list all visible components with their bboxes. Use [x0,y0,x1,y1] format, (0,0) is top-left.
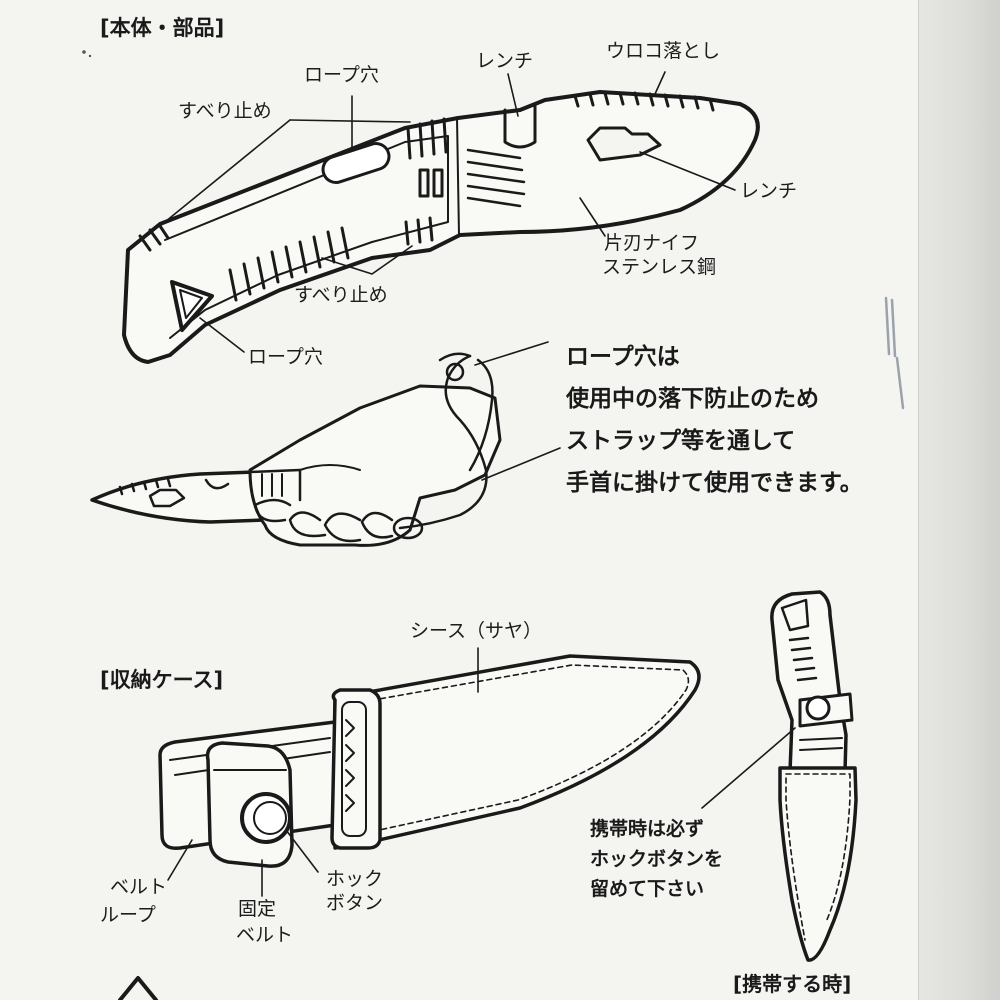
warning-icon [118,976,158,1000]
rope-note-line3: ストラップ等を通して [566,428,796,454]
grip-bottom-label: すべり止め [294,284,388,306]
hand-illustration [90,352,502,547]
staple-icon [884,296,905,410]
case-heading: [収納ケース] [100,668,224,692]
knife-illustration [122,90,760,364]
sheath-label: シース（サヤ） [410,620,543,642]
blade-label-line1: 片刃ナイフ [604,232,700,254]
belt-loop-label-line2: ループ [100,904,156,926]
parts-heading: [本体・部品] [100,16,225,40]
belt-loop-label-line1: ベルト [110,876,168,898]
page-edge [918,0,1000,1000]
rope-hole-top-label: ロープ穴 [304,64,379,86]
fix-belt-label-line1: 固定 [238,898,277,920]
grip-top-label: すべり止め [178,100,272,122]
wrench-side-label: レンチ [740,180,798,202]
blade-label-line2: ステンレス鋼 [602,256,717,278]
rope-note-line4: 手首に掛けて使用できます。 [566,470,863,496]
fix-belt-label-line2: ベルト [236,924,294,946]
carry-note-line1: 携帯時は必ず [590,818,705,840]
scale-remover-label: ウロコ落とし [606,40,721,62]
hook-button-label-line1: ホック [326,868,384,890]
carry-illustration [770,590,858,962]
rope-note-line2: 使用中の落下防止のため [566,386,819,412]
hook-button-label-line2: ボタン [326,892,384,914]
leader-lines [159,71,736,353]
carry-heading: [携帯する時] [733,972,852,996]
carry-note-line3: 留めて下さい [590,878,705,900]
wrench-top-label: レンチ [476,50,534,72]
carry-note-line2: ホックボタンを [590,848,724,870]
rope-note-line1: ロープ穴は [566,344,680,370]
sheath-illustration [158,654,701,868]
serrations [573,91,715,112]
rope-hole-bottom-label: ロープ穴 [248,346,323,368]
